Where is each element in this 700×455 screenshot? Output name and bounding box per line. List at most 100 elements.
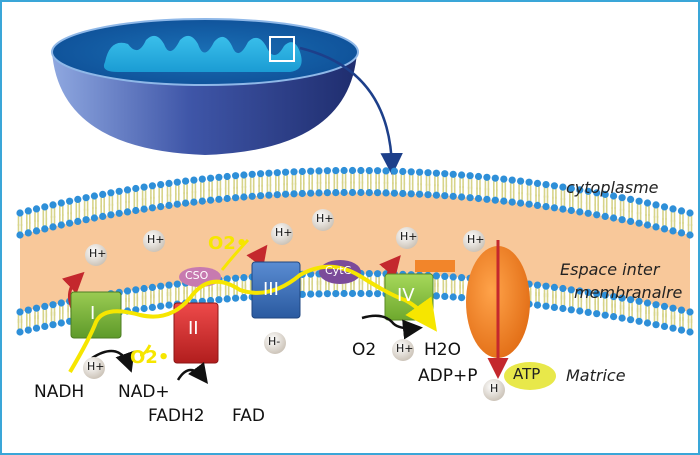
- lipid-head: [49, 223, 57, 231]
- lipid-tail: [535, 194, 540, 203]
- complex-1: [70, 291, 122, 339]
- lipid-head: [601, 311, 609, 319]
- lipid-head: [165, 201, 173, 209]
- lipid-head: [323, 290, 331, 298]
- lipid-head: [432, 191, 440, 199]
- lipid-tail: [442, 184, 448, 193]
- lipid-head: [24, 326, 32, 334]
- lipid-head: [576, 307, 584, 315]
- label-fadh2: FADH2: [148, 406, 205, 426]
- lipid-head: [576, 208, 584, 216]
- lipid-head: [32, 304, 41, 312]
- label-h-plus-matrix-2: H+: [396, 342, 414, 355]
- lipid-head: [298, 189, 306, 198]
- lipid-head: [24, 207, 32, 215]
- lipid-tail: [249, 185, 255, 194]
- lipid-head: [627, 195, 635, 203]
- lipid-tail: [116, 202, 122, 211]
- lipid-head: [182, 199, 190, 207]
- lipid-head: [41, 225, 49, 233]
- lipid-head: [669, 304, 677, 312]
- label-adp-p: ADP+P: [418, 366, 478, 386]
- lipid-tail: [59, 306, 64, 314]
- lipid-tail: [141, 198, 147, 207]
- lipid-tail: [594, 296, 599, 305]
- lipid-head: [643, 199, 652, 207]
- lipid-tail: [158, 195, 163, 204]
- lipid-head: [567, 306, 575, 314]
- lipid-tail: [653, 215, 659, 224]
- lipid-tail: [577, 200, 583, 209]
- lipid-tail: [34, 219, 39, 228]
- lipid-head: [466, 194, 474, 202]
- lipid-head: [432, 169, 440, 177]
- lipid-head: [74, 217, 82, 225]
- lipid-head: [669, 324, 677, 332]
- label-h-plus-4: H+: [316, 212, 334, 225]
- lipid-head: [449, 293, 457, 301]
- lipid-tail: [50, 307, 56, 316]
- lipid-head: [24, 306, 32, 314]
- lipid-head: [90, 214, 98, 222]
- lipid-head: [441, 192, 449, 200]
- lipid-head: [115, 209, 123, 217]
- lipid-head: [132, 184, 140, 193]
- lipid-tail: [125, 294, 130, 302]
- lipid-head: [148, 204, 156, 212]
- lipid-tail: [26, 221, 31, 230]
- lipid-tail: [200, 190, 205, 199]
- lipid-head: [449, 192, 457, 200]
- lipid-head: [148, 283, 156, 291]
- lipid-tail: [208, 189, 213, 198]
- lipid-head: [273, 169, 281, 177]
- lipid-tail: [417, 183, 422, 192]
- lipid-head: [525, 200, 533, 208]
- ion-h-plus-matrix-2: [392, 339, 414, 361]
- lipid-head: [374, 167, 382, 175]
- ion-h-minus-1: [264, 332, 286, 354]
- lipid-tail: [619, 208, 625, 217]
- lipid-tail: [133, 199, 139, 208]
- lipid-head: [340, 289, 348, 298]
- lipid-tail: [125, 200, 130, 209]
- lipid-head: [449, 273, 457, 281]
- lipid-head: [290, 168, 298, 176]
- lipid-head: [660, 225, 669, 233]
- lipid-head: [390, 189, 398, 197]
- lipid-head: [32, 227, 41, 235]
- lipid-head: [660, 203, 669, 211]
- lipid-tail: [636, 212, 642, 221]
- lipid-tail: [687, 224, 693, 232]
- lipid-head: [441, 272, 449, 280]
- lipid-tail: [175, 287, 180, 296]
- lipid-tail: [450, 185, 456, 194]
- lipid-head: [610, 214, 618, 222]
- lipid-tail: [133, 292, 139, 301]
- lipid-head: [550, 182, 559, 190]
- lipid-tail: [34, 311, 39, 320]
- lipid-head: [157, 181, 165, 189]
- lipid-head: [567, 184, 575, 193]
- lipid-head: [382, 167, 390, 175]
- lipid-head: [508, 198, 516, 206]
- lipid-head: [32, 324, 41, 332]
- lipid-head: [441, 292, 449, 300]
- lipid-head: [542, 181, 550, 189]
- o2-arrow: [361, 314, 423, 340]
- lipid-tail: [316, 276, 322, 285]
- lipid-tail: [577, 294, 583, 302]
- lipid-tail: [92, 207, 97, 215]
- lipid-head: [466, 172, 474, 180]
- lipid-head: [635, 219, 643, 227]
- label-h-plus-1: H+: [89, 247, 107, 260]
- lipid-tail: [459, 280, 464, 289]
- lipid-head: [307, 290, 315, 298]
- lipid-tail: [283, 183, 288, 192]
- lipid-head: [550, 303, 559, 311]
- lipid-head: [16, 328, 24, 336]
- lipid-head: [365, 270, 373, 278]
- lipid-head: [627, 217, 635, 225]
- lipid-head: [240, 294, 248, 302]
- lipid-head: [148, 182, 156, 190]
